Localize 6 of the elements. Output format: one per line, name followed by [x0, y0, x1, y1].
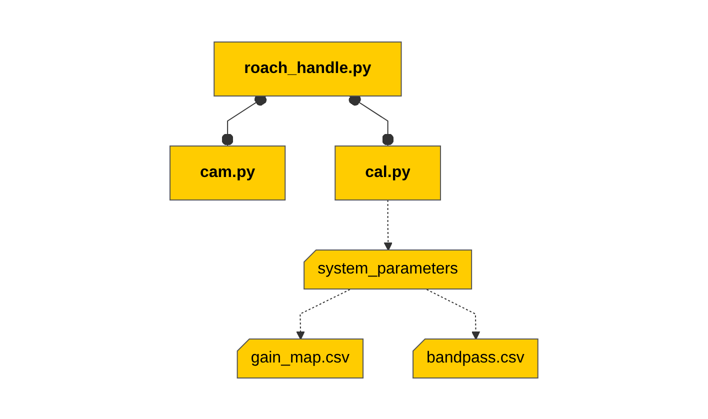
node-box: cal.py	[334, 145, 442, 200]
arrow	[426, 288, 480, 340]
node-box: roach_handle.py	[214, 41, 402, 96]
node-box: cam.py	[170, 145, 286, 200]
arrow	[296, 288, 350, 340]
arrow	[384, 199, 393, 250]
